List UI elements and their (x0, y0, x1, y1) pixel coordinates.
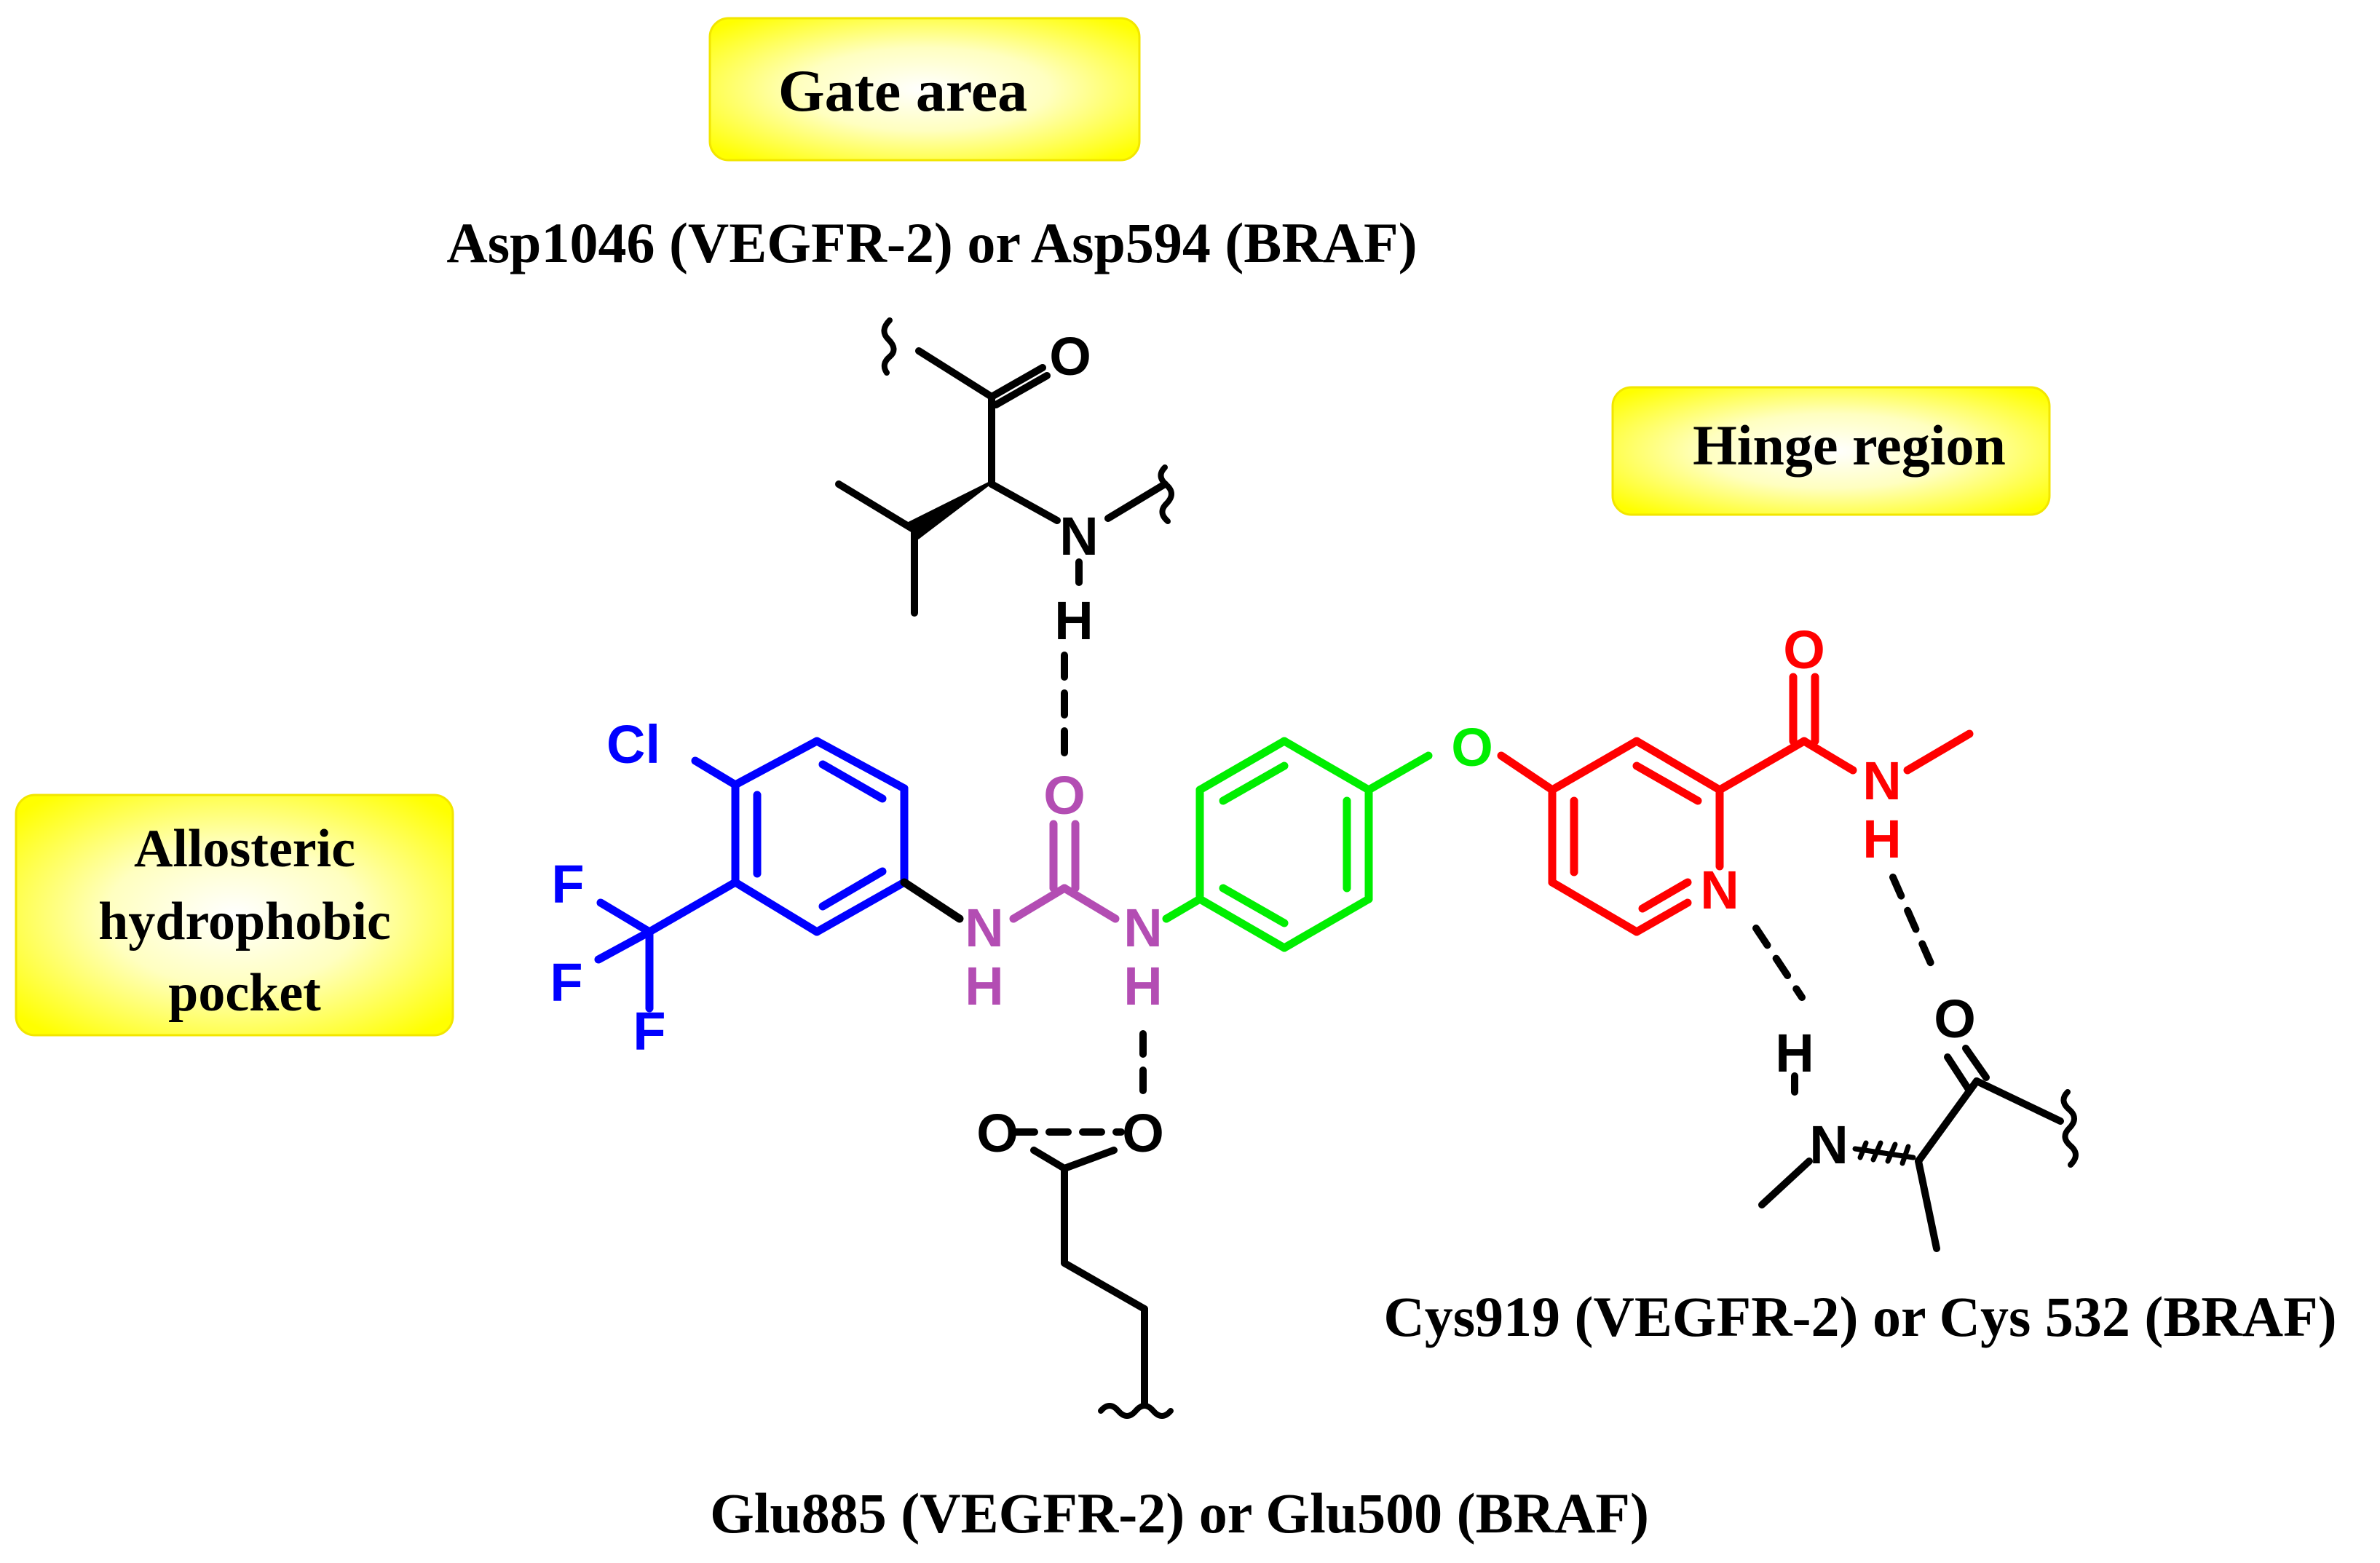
urea-carbonyl-o: O (1043, 765, 1086, 826)
amide-h: H (1862, 809, 1901, 869)
fluorine-atom-2: F (550, 952, 582, 1013)
pyridine-carboxamide (1497, 673, 1974, 936)
asp-residue-label: Asp1046 (VEGFR-2) or Asp594 (BRAF) (446, 211, 1417, 274)
asp-amide-h: H (1054, 590, 1093, 651)
urea-h2: H (1123, 956, 1162, 1016)
hydrogen-bonds (1139, 874, 1937, 1110)
asp-residue-structure (835, 317, 1174, 764)
hinge-region-box: Hinge region (1611, 386, 2051, 516)
fluorine-atom-3: F (633, 1001, 665, 1061)
gate-area-box: Gate area (708, 17, 1141, 162)
urea-h1: H (965, 956, 1003, 1016)
allosteric-label-line1: Allosteric (134, 819, 355, 879)
amide-carbonyl-o: O (1783, 620, 1825, 680)
asp-carbonyl-o: O (1049, 326, 1091, 387)
cys-amide-n: N (1809, 1115, 1848, 1175)
cys-residue-label: Cys919 (VEGFR-2) or Cys 532 (BRAF) (1383, 1285, 2336, 1348)
cys-carbonyl-o: O (1934, 989, 1976, 1049)
chlorine-atom: Cl (606, 714, 660, 775)
pyridine-n: N (1700, 860, 1739, 920)
hinge-region-label: Hinge region (1693, 413, 2006, 477)
urea-n2: N (1123, 898, 1162, 958)
urea-linker (1009, 820, 1204, 923)
ether-oxygen: O (1451, 717, 1493, 777)
cys-amide-h: H (1775, 1023, 1814, 1083)
allosteric-label-line3: pocket (168, 963, 321, 1023)
chloro-cf3-phenyl-ring (594, 737, 964, 1013)
cys-residue-structure (1758, 1045, 2079, 1252)
urea-n1: N (965, 898, 1003, 958)
allosteric-label-line2: hydrophobic (98, 892, 391, 951)
glu-residue-structure (1012, 1128, 1174, 1419)
glu-carboxylate-o1: O (976, 1103, 1019, 1163)
asp-amide-n: N (1059, 506, 1098, 566)
glu-residue-label: Glu885 (VEGFR-2) or Glu500 (BRAF) (710, 1481, 1649, 1545)
fluorine-atom-1: F (551, 854, 584, 914)
central-phenyl-ring (1195, 737, 1433, 952)
allosteric-pocket-box: Allosteric hydrophobic pocket (15, 794, 454, 1037)
amide-n: N (1862, 751, 1901, 811)
glu-carboxylate-o2: O (1122, 1103, 1164, 1163)
gate-area-label: Gate area (778, 58, 1027, 124)
